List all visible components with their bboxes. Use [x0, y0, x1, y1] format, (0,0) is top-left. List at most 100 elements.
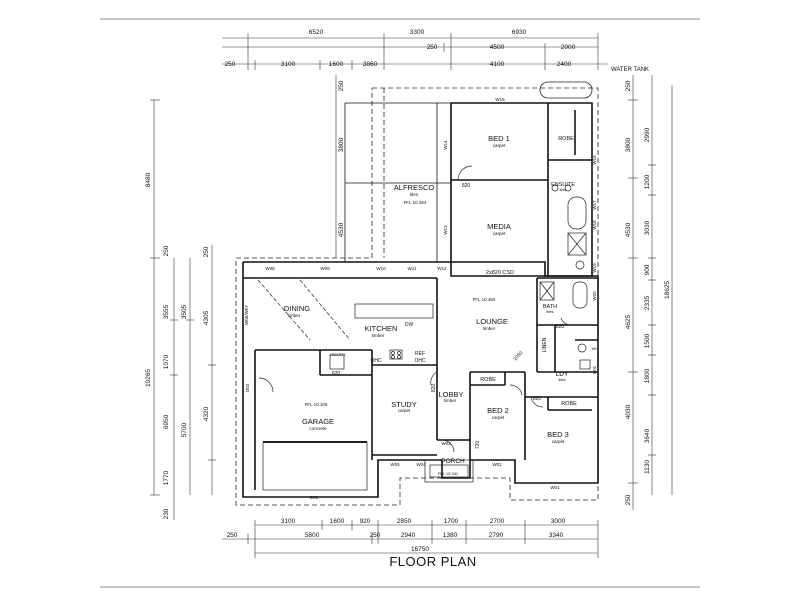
plan-title: FLOOR PLAN: [389, 554, 477, 569]
window-w06-w07: W06/W07: [244, 305, 249, 325]
room-bed1-finish: carpet: [493, 143, 506, 148]
dim-left-1: 8480: [145, 172, 152, 187]
room-bed3: BED 3: [547, 430, 569, 439]
dim-top-11: 4100: [490, 61, 505, 68]
room-media: MEDIA: [487, 222, 511, 231]
porch-steps: [424, 459, 474, 483]
wc-label: WC: [592, 346, 599, 351]
window-w20: W20: [592, 291, 597, 301]
fixtures: [257, 165, 591, 491]
door-swing-garage: [258, 377, 274, 393]
room-media-finish: carpet: [493, 231, 506, 236]
pantry-shelf: [329, 354, 345, 370]
window-w08: W08: [265, 266, 275, 271]
room-ldy: LDY: [556, 371, 569, 378]
door-720-bed2: 720: [475, 441, 481, 450]
dim-right-13: 1800: [644, 368, 651, 383]
dim-right-6: 250: [625, 494, 632, 505]
dim-bot-overall: 16750: [411, 546, 429, 553]
main-bath-icon: [572, 281, 588, 309]
dim-left-6: 1070: [163, 354, 170, 369]
room-bed2: BED 2: [487, 406, 509, 415]
top-dimension-text: 6520 3300 6930 250 4500 2000 250 3100 16…: [225, 29, 649, 73]
lounge-ffl: FFL 10.450: [473, 297, 496, 302]
dim-left-2: 250: [163, 245, 170, 256]
basin-icon: [551, 184, 559, 192]
dim-right-7: 2990: [644, 127, 651, 142]
top-dimensions: [222, 33, 608, 70]
dim-top-3: 6930: [512, 29, 527, 36]
ohc-label-1: OHC: [414, 358, 426, 364]
porch-ffl: FFL 10.341: [438, 471, 459, 476]
room-garage: GARAGE: [302, 417, 334, 426]
window-w12: W12: [437, 266, 447, 271]
room-robe2: ROBE: [480, 377, 496, 383]
dim-bot-13: 2790: [489, 532, 504, 539]
ensuite-bath-icon: [567, 196, 587, 230]
window-w02: W02: [492, 462, 502, 467]
dim-left-5: 3555: [163, 304, 170, 319]
window-w04: W04: [416, 462, 426, 467]
dim-left-12: 4320: [203, 406, 210, 421]
room-dining: DINING: [284, 304, 310, 313]
dim-right-1: 250: [625, 80, 632, 91]
window-w16: W16: [592, 155, 597, 165]
wc-icon: [577, 343, 587, 353]
dim-left-9: 3505: [181, 304, 188, 319]
laundry-tub-icon: [579, 359, 591, 370]
right-dimension-text: 250 3800 4530 4625 4030 250 2990 1200 30…: [625, 80, 671, 505]
pantry-label: PANTRY: [330, 352, 346, 357]
room-bed2-finish: carpet: [492, 415, 505, 420]
dim-right-5: 4030: [625, 404, 632, 419]
dim-right-9: 3030: [644, 220, 651, 235]
shower-icon: [567, 232, 587, 256]
dim-right-8: 1200: [644, 174, 651, 189]
dim-bot-8: 250: [227, 532, 238, 539]
dim-left-14: 250: [338, 80, 345, 91]
room-robe3: ROBE: [561, 401, 577, 407]
window-w15: W15: [495, 97, 505, 102]
window-w01: W01: [550, 485, 560, 490]
door-swing-bed3: [530, 396, 544, 408]
room-study: STUDY: [391, 400, 416, 409]
window-w13: W13: [443, 225, 448, 235]
dim-bot-11: 2940: [401, 532, 416, 539]
window-w03: W03: [441, 441, 451, 446]
door-d03: D03: [245, 383, 250, 392]
dim-left-7: 6950: [163, 414, 170, 429]
dim-top-5: 4500: [490, 44, 505, 51]
dim-bot-5: 1700: [444, 518, 459, 525]
door-swing-bed1: [457, 165, 473, 181]
room-bath: BATH: [543, 304, 557, 310]
room-dining-finish: timber: [288, 313, 301, 318]
dim-bot-10: 250: [370, 532, 381, 539]
bottom-dimensions: [222, 520, 599, 558]
window-w11: W11: [408, 266, 417, 271]
room-porch: PORCH: [441, 458, 465, 465]
room-ensuite: ENSUITE: [551, 182, 575, 188]
room-garage-finish: concrete: [309, 426, 327, 431]
dim-right-12: 1500: [644, 333, 651, 348]
left-dimension-text: 8480 250 10265 230 3555 1070 6950 1770 3…: [145, 80, 345, 519]
dim-left-3: 10265: [145, 369, 152, 387]
room-linen: LINEN: [542, 337, 548, 352]
room-lobby: LOBBY: [438, 390, 463, 399]
dim-left-11: 4305: [203, 310, 210, 325]
right-dimensions: [628, 75, 673, 510]
dim-left-8: 1770: [163, 470, 170, 485]
dim-top-6: 2000: [561, 44, 576, 51]
door-1050: 1050: [512, 350, 524, 362]
dim-top-1: 6520: [309, 29, 324, 36]
door-820-bed1: 820: [462, 183, 471, 189]
window-w17: W17: [592, 200, 597, 210]
room-kitchen: KITCHEN: [365, 324, 398, 333]
room-bath-finish: tiles: [546, 309, 553, 314]
dim-left-15: 3800: [338, 137, 345, 152]
window-w05: W05: [390, 462, 400, 467]
door-swing-study: [430, 371, 438, 386]
room-bed1: BED 1: [488, 134, 510, 143]
dim-right-overall: 18625: [664, 281, 671, 299]
room-ldy-finish: tiles: [558, 377, 565, 382]
left-dimensions: [150, 75, 337, 520]
ohc-label-2: OHC: [370, 358, 382, 364]
